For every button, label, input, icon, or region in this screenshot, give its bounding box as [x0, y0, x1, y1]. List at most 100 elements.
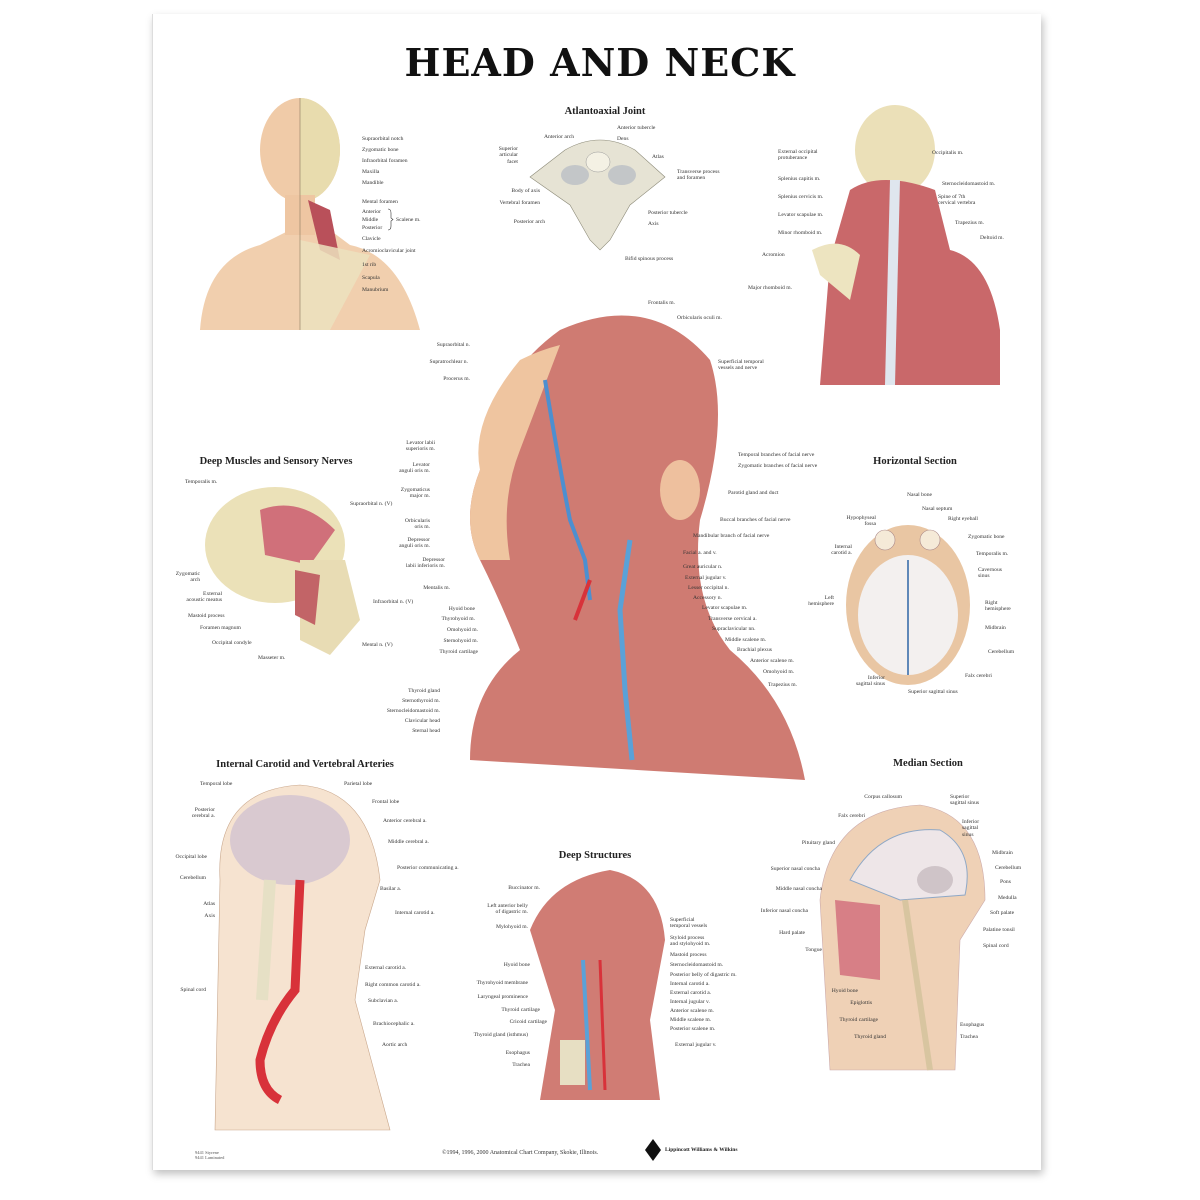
anatomy-label: Scalene m. [396, 217, 421, 223]
anatomy-label: Internal carotid a. [670, 981, 710, 987]
anatomy-label: Anterior arch [544, 134, 574, 140]
anatomy-label: Major rhomboid m. [748, 285, 792, 291]
anatomy-label: Pituitary gland [801, 840, 835, 846]
anatomy-label: Omohyoid m. [763, 669, 795, 675]
anatomy-label: External jugular v. [675, 1042, 717, 1048]
publisher-logo: Lippincott Williams & Wilkins [665, 1147, 738, 1153]
anatomy-label: Sternothyroid m. [402, 698, 440, 704]
anatomy-label: Hypophyseal fossa [846, 515, 876, 528]
anatomy-label: Transverse cervical a. [708, 616, 757, 622]
anatomy-label: Laryngeal prominence [477, 994, 528, 1000]
anatomy-label: Zygomatic bone [362, 147, 399, 153]
anatomy-label: Procerus m. [443, 376, 470, 382]
publisher-logo-icon [645, 1139, 661, 1161]
anatomy-label: Middle scalene m. [670, 1017, 712, 1023]
anatomy-label: Spinal cord [983, 943, 1009, 949]
anatomy-label: Foramen magnum [200, 625, 241, 631]
anterior-skeleton-figure [200, 98, 420, 330]
anatomy-label: Internal carotid a. [831, 544, 852, 557]
anatomy-label: Corpus callosum [864, 794, 902, 800]
carotid-vertebral-arteries [214, 784, 391, 1131]
anatomy-label: Splenius capitis m. [778, 176, 821, 182]
anatomy-label: Zygomatic branches of facial nerve [738, 463, 818, 469]
anatomy-label: Tongue [805, 947, 822, 953]
anatomy-label: Inferior sagittal sinus [855, 675, 885, 688]
page-title: HEAD AND NECK [404, 40, 796, 85]
anatomy-label: Parietal lobe [344, 781, 373, 787]
anatomy-label: Lesser occipital n. [688, 585, 729, 591]
anatomy-label: Mastoid process [188, 613, 225, 619]
anatomy-label: Clavicle [362, 236, 381, 242]
atlantoaxial-vertebra [529, 139, 666, 251]
anatomy-label: Supraorbital n. [436, 342, 470, 348]
anatomy-label: Cavernous sinus [978, 567, 1002, 580]
anatomy-label: Nasal bone [907, 492, 933, 498]
anatomy-label: Anterior scalene m. [670, 1008, 714, 1014]
anatomy-label: Levator labii superioris m. [405, 440, 435, 453]
anatomy-label: Right eyeball [948, 516, 978, 522]
anatomy-label: Dens [617, 136, 629, 142]
anatomy-label: Buccal branches of facial nerve [720, 517, 791, 523]
anatomy-label: Hard palate [779, 930, 805, 936]
anatomy-label: Hyoid bone [831, 988, 858, 994]
anatomy-label: Soft palate [990, 910, 1015, 916]
anatomy-label: Infraorbital n. (V) [373, 599, 414, 605]
anatomy-label: Temporalis m. [185, 479, 218, 485]
anatomy-label: Posterior [362, 225, 383, 231]
anatomy-label: Omohyoid m. [446, 627, 478, 633]
anatomy-label: Thyroid gland [854, 1034, 886, 1040]
anatomy-label: Bifid spinous process [625, 256, 674, 262]
anatomy-label: Infraorbital foramen [362, 158, 408, 164]
anatomy-label: Temporal branches of facial nerve [738, 452, 815, 458]
anatomy-label: Superior sagittal sinus [908, 689, 958, 695]
anatomy-label: Anterior [362, 209, 381, 215]
anatomy-label: Posterior tubercle [648, 210, 688, 216]
anatomy-label: Axis [204, 913, 215, 919]
anatomy-label: Frontal lobe [372, 799, 400, 805]
anatomy-label: Middle [362, 217, 379, 223]
anatomy-label: Thyroid cartilage [501, 1007, 540, 1013]
anatomy-label: Thyroid cartilage [439, 649, 478, 655]
anatomy-label: Sternohyoid m. [443, 638, 479, 644]
anatomy-label: Superior nasal concha [770, 866, 820, 872]
anatomy-label: Supraorbital n. (V) [350, 501, 393, 507]
anatomy-label: Temporalis m. [976, 551, 1009, 557]
panel-title-horizontal: Horizontal Section [873, 456, 957, 467]
anatomy-label: Hyoid bone [503, 962, 530, 968]
anatomy-label: Vertebral foramen [499, 200, 540, 206]
anatomy-label: Medulla [998, 895, 1017, 901]
anatomy-label: Trachea [512, 1062, 530, 1068]
anatomy-label: Masseter m. [258, 655, 286, 661]
anatomy-label: Sternocleidomastoid m. [386, 708, 440, 714]
panel-title-median: Median Section [893, 758, 963, 769]
anatomy-label: Buccinator m. [508, 885, 540, 891]
anatomy-label: External jugular v. [685, 575, 727, 581]
anatomy-label: Levator anguli oris m. [399, 462, 430, 475]
anatomy-label: Trapezius m. [955, 220, 985, 226]
posterior-neck-figure [812, 105, 1000, 385]
anatomy-label: External carotid a. [670, 990, 712, 996]
anatomy-label: Thyrohyoid membrane [476, 980, 528, 986]
anatomy-label: Trachea [960, 1034, 978, 1040]
anatomy-label: Cricoid cartilage [509, 1019, 547, 1025]
anatomy-label: Zygomatic arch [175, 571, 200, 584]
anatomy-label: Acromion [762, 252, 785, 258]
anatomy-label: Nasal septum [922, 506, 953, 512]
anatomy-label: Inferior nasal concha [760, 908, 808, 914]
anatomy-label: Maxilla [362, 169, 380, 175]
anatomy-label: Great auricular n. [683, 564, 723, 570]
anatomy-label: Facial a. and v. [683, 550, 717, 556]
anatomy-label: Pons [1000, 879, 1011, 885]
anatomy-label: Supraorbital notch [362, 136, 404, 142]
anatomy-label: Supratrochlear n. [429, 359, 468, 365]
anatomy-label: Midbrain [992, 850, 1013, 856]
anatomy-label: Occipital condyle [212, 640, 252, 646]
anatomy-label: Posterior scalene m. [670, 1026, 716, 1032]
anatomy-label: Depressor labii inferioris m. [406, 557, 445, 570]
anatomy-label: Parotid gland and duct [728, 490, 779, 496]
anatomy-label: Esophagus [960, 1022, 985, 1028]
anatomy-label: Right common carotid a. [365, 982, 421, 988]
anatomy-label: Cerebellum [179, 875, 206, 881]
copyright: ©1994, 1996, 2000 Anatomical Chart Compa… [442, 1150, 599, 1156]
anatomy-label: Posterior belly of digastric m. [670, 972, 737, 978]
